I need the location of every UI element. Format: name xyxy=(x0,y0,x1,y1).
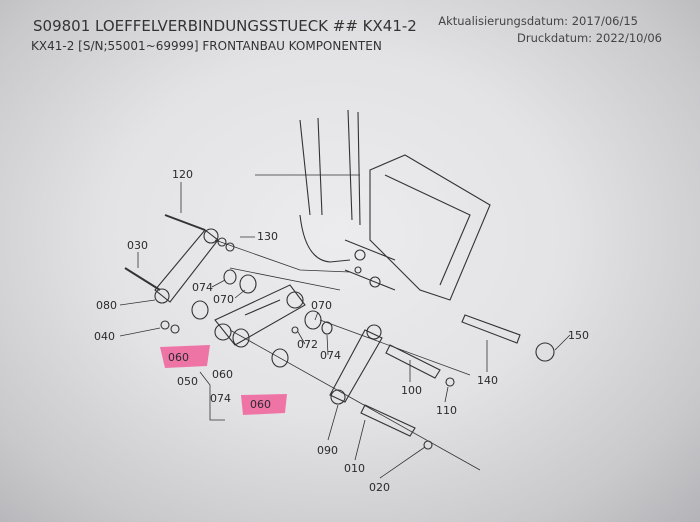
part-label[interactable]: 060 xyxy=(212,368,233,381)
part-label[interactable]: 030 xyxy=(127,239,148,252)
link-090 xyxy=(329,324,383,405)
part-label[interactable]: 120 xyxy=(172,168,193,181)
part-label[interactable]: 070 xyxy=(311,299,332,312)
update-date: Aktualisierungsdatum: 2017/06/15 xyxy=(438,14,638,28)
pin-010 xyxy=(360,404,416,437)
pin-100 xyxy=(385,344,441,379)
bucket-drawing xyxy=(344,154,491,301)
diagram-subtitle: KX41-2 [S/N;55001~69999] FRONTANBAU KOMP… xyxy=(31,39,382,53)
part-label[interactable]: 010 xyxy=(344,462,365,475)
arm-drawing xyxy=(299,109,361,263)
part-label[interactable]: 074 xyxy=(210,392,231,405)
part-label[interactable]: 074 xyxy=(320,349,341,362)
part-label[interactable]: 020 xyxy=(369,481,390,494)
link-050 xyxy=(214,284,306,346)
part-label[interactable]: 140 xyxy=(477,374,498,387)
part-label[interactable]: 130 xyxy=(257,230,278,243)
part-label[interactable]: 110 xyxy=(436,404,457,417)
pin-clip-150 xyxy=(535,342,555,362)
part-label[interactable]: 070 xyxy=(213,293,234,306)
part-label[interactable]: 072 xyxy=(297,338,318,351)
highlight-060-b xyxy=(241,394,287,415)
part-label[interactable]: 074 xyxy=(192,281,213,294)
pin-140 xyxy=(461,314,521,344)
part-label[interactable]: 100 xyxy=(401,384,422,397)
part-label[interactable]: 040 xyxy=(94,330,115,343)
highlight-060-a xyxy=(160,345,210,368)
bushings xyxy=(191,269,333,368)
part-label[interactable]: 090 xyxy=(317,444,338,457)
part-label[interactable]: 150 xyxy=(568,329,589,342)
part-label[interactable]: 060 xyxy=(250,398,271,411)
part-label[interactable]: 060 xyxy=(168,351,189,364)
part-label[interactable]: 050 xyxy=(177,375,198,388)
diagram-title: S09801 LOEFFELVERBINDUNGSSTUECK ## KX41-… xyxy=(33,17,417,35)
print-date: Druckdatum: 2022/10/06 xyxy=(516,31,662,45)
part-label[interactable]: 080 xyxy=(96,299,117,312)
